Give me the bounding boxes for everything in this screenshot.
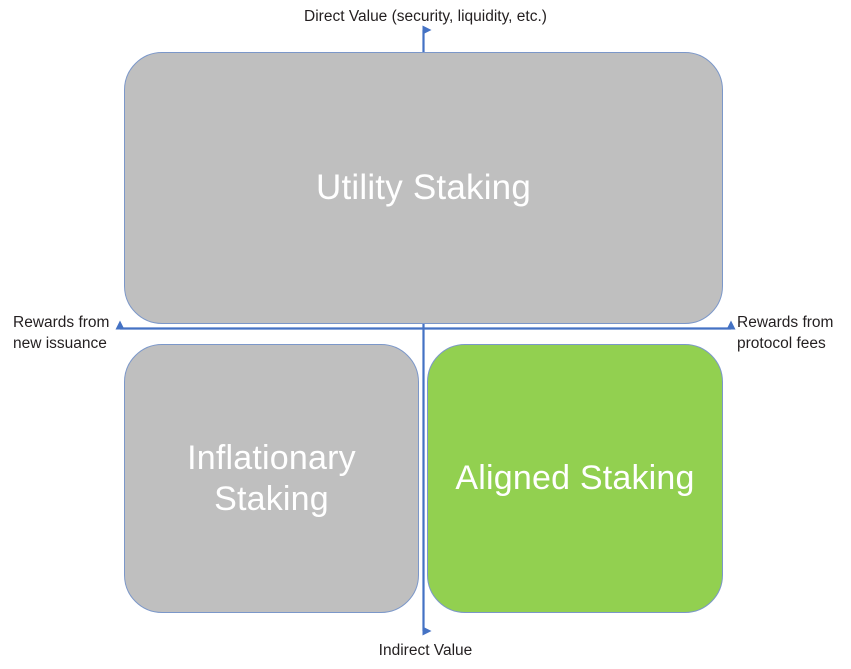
axis-label-bottom: Indirect Value <box>378 642 473 659</box>
axis-label-top: Direct Value (security, liquidity, etc.) <box>304 8 547 25</box>
quadrant-utility-staking-label: Utility Staking <box>315 168 532 208</box>
quadrant-aligned-staking-label: Aligned Staking <box>455 459 695 498</box>
quadrant-utility-staking[interactable]: Utility Staking <box>124 52 723 324</box>
axis-label-left: Rewards from new issuance <box>13 314 110 352</box>
quadrant-aligned-staking[interactable]: Aligned Staking <box>427 344 723 613</box>
quadrant-inflationary-staking[interactable]: Inflationary Staking <box>124 344 419 613</box>
axis-label-right: Rewards from protocol fees <box>737 314 834 352</box>
quadrant-inflationary-staking-label: Inflationary Staking <box>187 439 356 518</box>
